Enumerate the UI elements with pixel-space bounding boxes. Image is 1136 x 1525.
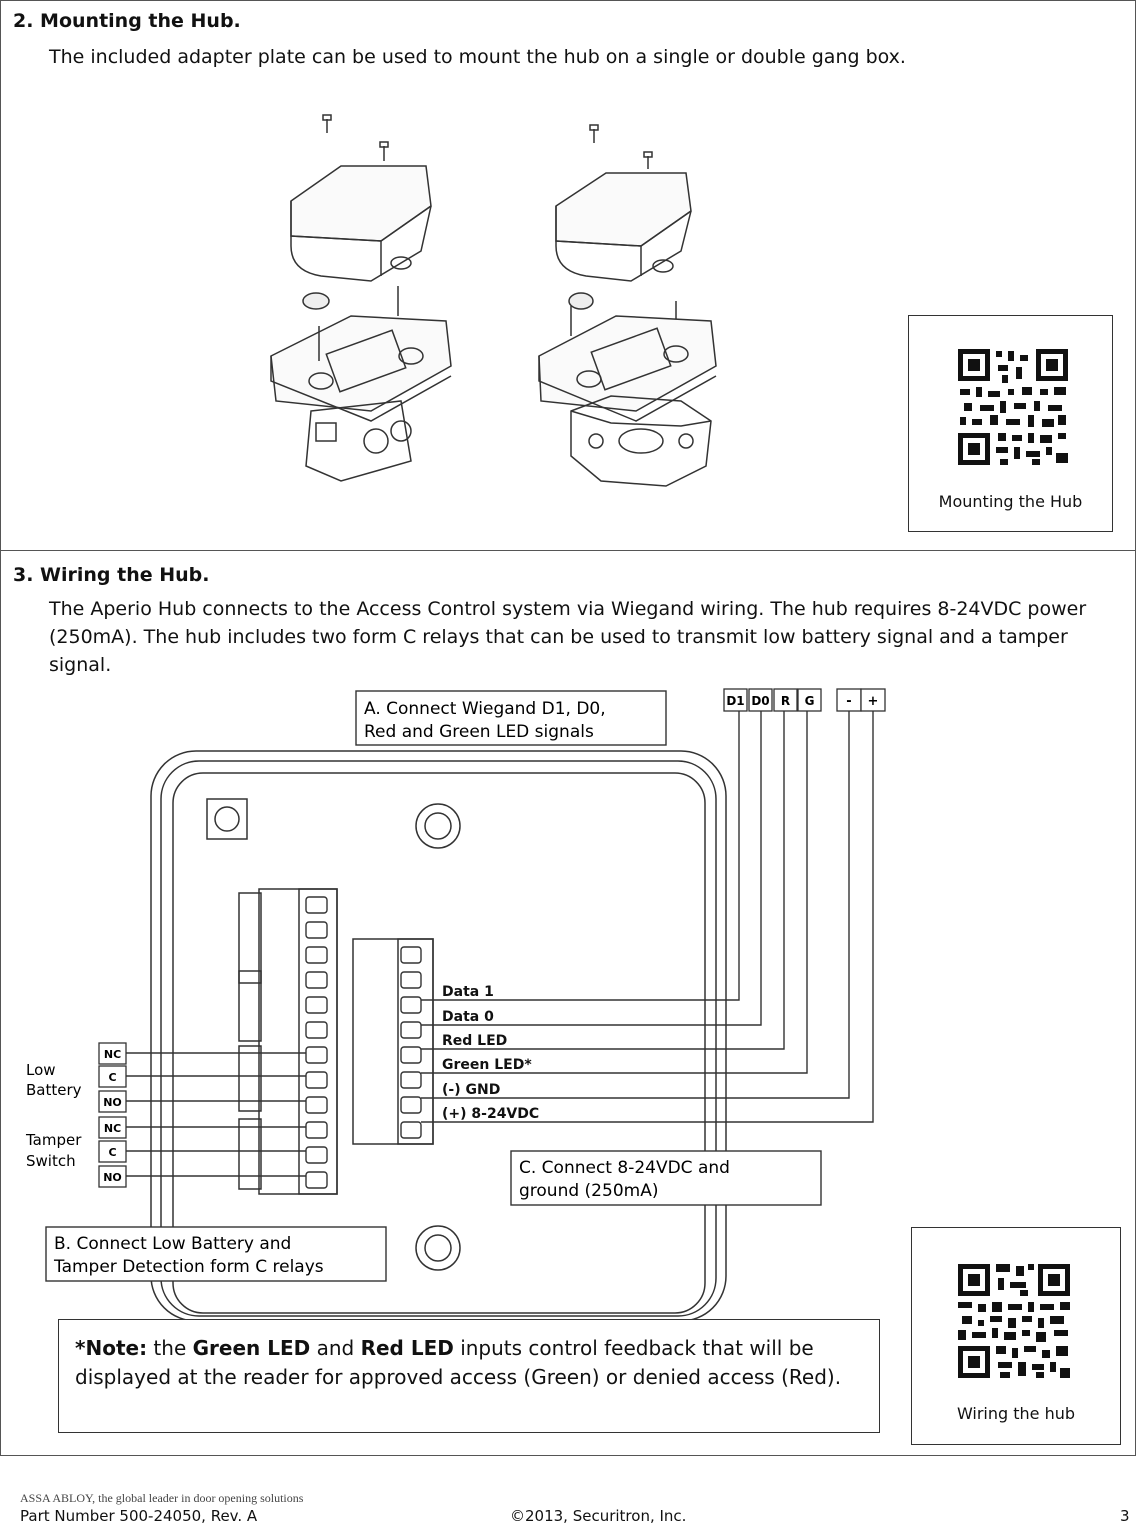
relay-terminal-label: NO: [103, 1171, 122, 1184]
callout-c-line2: ground (250mA): [519, 1181, 658, 1201]
relay-terminal-screw: [305, 921, 328, 939]
note-prefix: *Note:: [75, 1336, 148, 1360]
relay-terminal-screw: [305, 1021, 328, 1039]
wiegand-terminal-box: [773, 688, 798, 712]
qr-code-icon: [958, 349, 1068, 465]
note-red-led: Red LED: [360, 1336, 454, 1360]
low-battery-label: Low: [26, 1061, 56, 1079]
signal-terminal-screw: [400, 971, 422, 989]
relay-terminal-screw: [305, 946, 328, 964]
note-box: *Note: the Green LED and Red LED inputs …: [58, 1319, 880, 1433]
section-2-title: 2. Mounting the Hub.: [13, 10, 241, 32]
callout-a-line1: A. Connect Wiegand D1, D0,: [364, 699, 606, 719]
wiring-diagram: Data 1 Data 0 Red LED Green LED* (-) GND (+) …: [25, 688, 886, 1321]
tamper-switch-label-2: Switch: [26, 1152, 76, 1170]
signal-terminal-screw: [400, 946, 422, 964]
relay-terminal-label: C: [108, 1146, 116, 1159]
wiegand-terminal-box: [797, 688, 822, 712]
copyright: ©2013, Securitron, Inc.: [510, 1507, 687, 1525]
power-terminal-box: [860, 688, 886, 712]
callout-c-line1: C. Connect 8-24VDC and: [519, 1158, 730, 1178]
signal-label: (-) GND: [442, 1082, 500, 1098]
callout-b-line2: Tamper Detection form C relays: [53, 1257, 324, 1277]
relay-terminal-screw: [305, 896, 328, 914]
note-text-1: the: [147, 1336, 193, 1360]
section-wiring: 3. Wiring the Hub. The Aperio Hub connec…: [0, 550, 1136, 1456]
wiegand-terminal-label: G: [805, 694, 815, 708]
relay-terminal-block: [258, 888, 338, 1195]
power-terminal-label: -: [846, 694, 851, 709]
signal-terminal-block: [352, 938, 434, 1145]
signal-label: Data 1: [442, 984, 494, 1000]
section-3-title: 3. Wiring the Hub.: [13, 564, 210, 586]
relay-terminal-screw: [305, 971, 328, 989]
callout-b-box: [45, 1226, 387, 1282]
relay-terminal-box: [98, 1116, 127, 1139]
signal-terminal-screw: [400, 996, 422, 1014]
signal-label: Green LED*: [442, 1057, 532, 1073]
mounting-illustration: [270, 114, 717, 487]
signal-terminal-screw: [400, 1046, 422, 1064]
qr-code-mounting-panel: Mounting the Hub: [908, 315, 1113, 532]
note-green-led: Green LED: [192, 1336, 311, 1360]
callout-a-line2: Red and Green LED signals: [364, 722, 594, 742]
qr-caption-mounting: Mounting the Hub: [938, 492, 1083, 511]
relay-terminal-box: [98, 1140, 127, 1163]
wiegand-terminal-label: R: [781, 694, 790, 708]
hub-housing: [150, 750, 727, 1321]
relay-terminal-label: NC: [104, 1048, 121, 1061]
signal-terminal-screw: [400, 1121, 422, 1139]
signal-label: (+) 8-24VDC: [442, 1106, 539, 1122]
qr-code-icon: [958, 1264, 1070, 1378]
power-terminal-label: +: [868, 694, 879, 709]
callout-c-box: [510, 1150, 822, 1206]
brand-tagline: ASSA ABLOY, the global leader in door op…: [20, 1491, 304, 1505]
wiegand-terminal-box: [748, 688, 773, 712]
page-number: 3: [1120, 1507, 1130, 1525]
signal-label: Data 0: [442, 1009, 494, 1025]
relay-terminal-screw: [305, 1096, 328, 1114]
relay-terminal-box: [98, 1090, 127, 1113]
signal-terminal-screw: [400, 1096, 422, 1114]
relay-terminal-screw: [305, 996, 328, 1014]
screw-hole-bottom: [415, 1225, 461, 1271]
signal-wire: [421, 711, 874, 1123]
wiegand-terminal-box: [723, 688, 748, 712]
relay-terminal-screw: [305, 1046, 328, 1064]
relay-terminal-box: [98, 1042, 127, 1065]
relay-terminal-box: [98, 1065, 127, 1088]
note-text-2: and: [310, 1336, 361, 1360]
wiegand-terminal-label: D0: [751, 694, 769, 708]
section-2-body: The included adapter plate can be used t…: [49, 46, 906, 68]
callout-b-line1: B. Connect Low Battery and: [54, 1234, 291, 1254]
signal-wire: [421, 711, 850, 1099]
qr-caption-wiring: Wiring the hub: [956, 1404, 1076, 1423]
signal-wire: [421, 711, 808, 1074]
relay-terminal-label: NC: [104, 1122, 121, 1135]
relay-terminal-label: NO: [103, 1096, 122, 1109]
section-mounting: 2. Mounting the Hub. The included adapte…: [0, 0, 1136, 552]
signal-wire: [421, 711, 762, 1026]
section-3-body: The Aperio Hub connects to the Access Co…: [49, 598, 1087, 676]
wiegand-terminal-label: D1: [726, 694, 744, 708]
low-battery-label-2: Battery: [26, 1081, 82, 1099]
tamper-button: [206, 798, 248, 840]
note-text-3: inputs control feedback that will be dis…: [75, 1336, 842, 1389]
tamper-switch-label: Tamper: [25, 1131, 82, 1149]
callout-a-box: [355, 690, 667, 746]
relay-terminal-box: [98, 1165, 127, 1188]
signal-label: Red LED: [442, 1033, 507, 1049]
screw-hole-top: [415, 803, 461, 849]
signal-wire: [421, 711, 740, 1001]
relay-terminal-screw: [305, 1071, 328, 1089]
signal-terminal-screw: [400, 1071, 422, 1089]
signal-terminal-screw: [400, 1021, 422, 1039]
signal-wire: [421, 711, 785, 1050]
relay-terminal-screw: [305, 1121, 328, 1139]
relay-terminal-screw: [305, 1146, 328, 1164]
relay-terminal-label: C: [108, 1071, 116, 1084]
qr-code-wiring-panel: Wiring the hub: [911, 1227, 1121, 1445]
part-number: Part Number 500-24050, Rev. A: [20, 1507, 258, 1525]
relay-terminal-screw: [305, 1171, 328, 1189]
